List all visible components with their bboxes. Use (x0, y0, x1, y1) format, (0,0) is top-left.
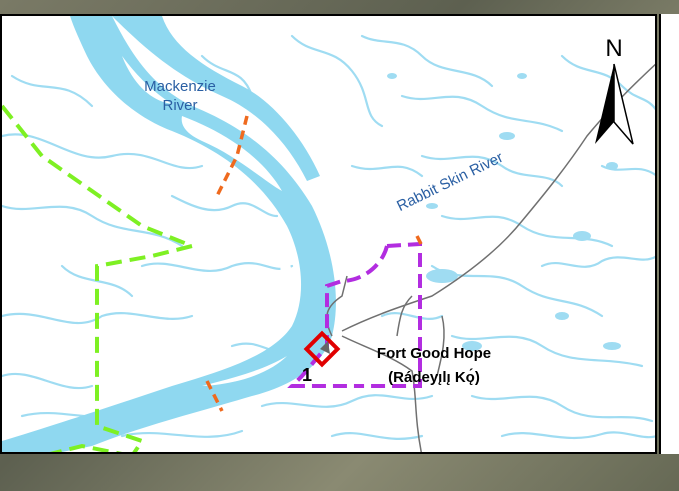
boundary-green (2, 104, 193, 452)
mackenzie-label-1: Mackenzie (144, 78, 216, 95)
town-label-1: Fort Good Hope (377, 345, 491, 362)
map-panel[interactable]: Mackenzie River Rabbit Skin River Fort G… (0, 14, 657, 454)
site-number-label: 1 (302, 365, 312, 385)
side-panel (659, 14, 679, 454)
north-arrow-icon: N (595, 35, 634, 145)
streams (2, 34, 655, 440)
map-canvas[interactable]: Mackenzie River Rabbit Skin River Fort G… (2, 16, 657, 454)
north-label: N (605, 35, 622, 62)
mackenzie-label-2: River (162, 97, 197, 114)
town-label-2: (Rádeyı̨lı̨ Kǫ́) (388, 369, 480, 386)
river-islands (122, 56, 295, 386)
boundary-purple (287, 241, 422, 388)
site-marker-icon[interactable] (303, 330, 341, 368)
boundary-orange (205, 115, 424, 412)
lakes (387, 73, 621, 351)
